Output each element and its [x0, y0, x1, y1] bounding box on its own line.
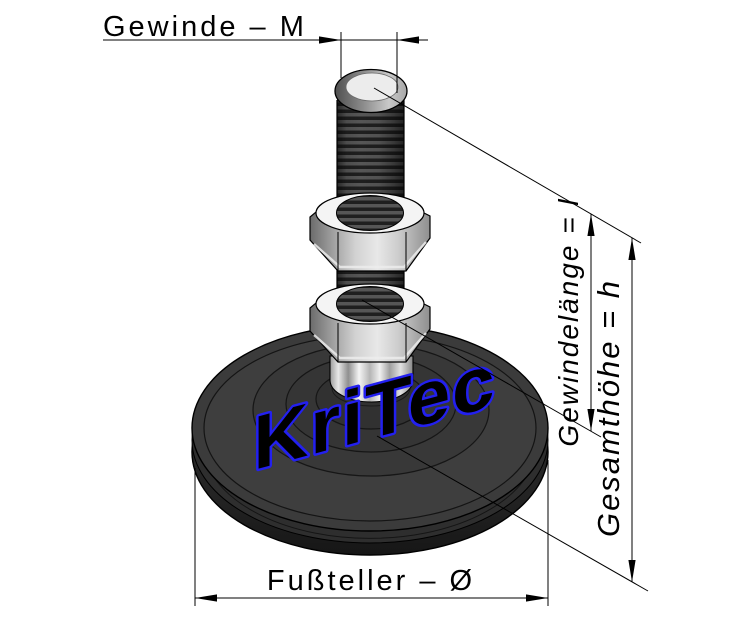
hex-nut-lower [309, 283, 431, 363]
threaded-stud-upper [336, 96, 405, 213]
arrowhead [397, 36, 419, 44]
ball-cup-washer [329, 355, 414, 407]
dim-total-height [376, 238, 649, 592]
nut-lower-chamfer-highlight [313, 332, 427, 360]
thread-dim-label: Gewinde – M [103, 11, 307, 43]
extension-line-top [373, 87, 642, 244]
foot-plate [191, 324, 549, 556]
dim-thread [103, 32, 428, 93]
arrowhead [526, 594, 548, 602]
extension-line-bottom [361, 299, 602, 438]
stud-base-in-upper-nut [336, 195, 404, 231]
arrowhead [319, 36, 341, 44]
stud-top-face [334, 68, 408, 114]
arrowhead [195, 594, 217, 602]
cup-bottom-edge [331, 387, 411, 407]
extension-line-bottom [376, 435, 649, 592]
plate-diameter-dim-label: Fußteller – Ø [267, 565, 475, 597]
cup-side [329, 355, 414, 403]
stud-top-flat [345, 72, 399, 102]
arrowhead [587, 214, 595, 236]
hex-nut-upper [309, 192, 431, 272]
nut-upper-chamfer-highlight [313, 241, 427, 269]
thread-length-dim-label: Gewindelänge = l [553, 197, 584, 446]
arrowhead [587, 409, 595, 431]
arrowhead [628, 238, 636, 260]
total-height-dim-label: Gesamthöhe = h [591, 279, 626, 537]
foot-bottom-chamfer-line [204, 457, 536, 539]
dim-thread-length [361, 87, 642, 438]
stud-base-in-lower-nut [336, 286, 404, 322]
arrowhead [628, 560, 636, 582]
dim-plate-diameter [194, 460, 549, 606]
